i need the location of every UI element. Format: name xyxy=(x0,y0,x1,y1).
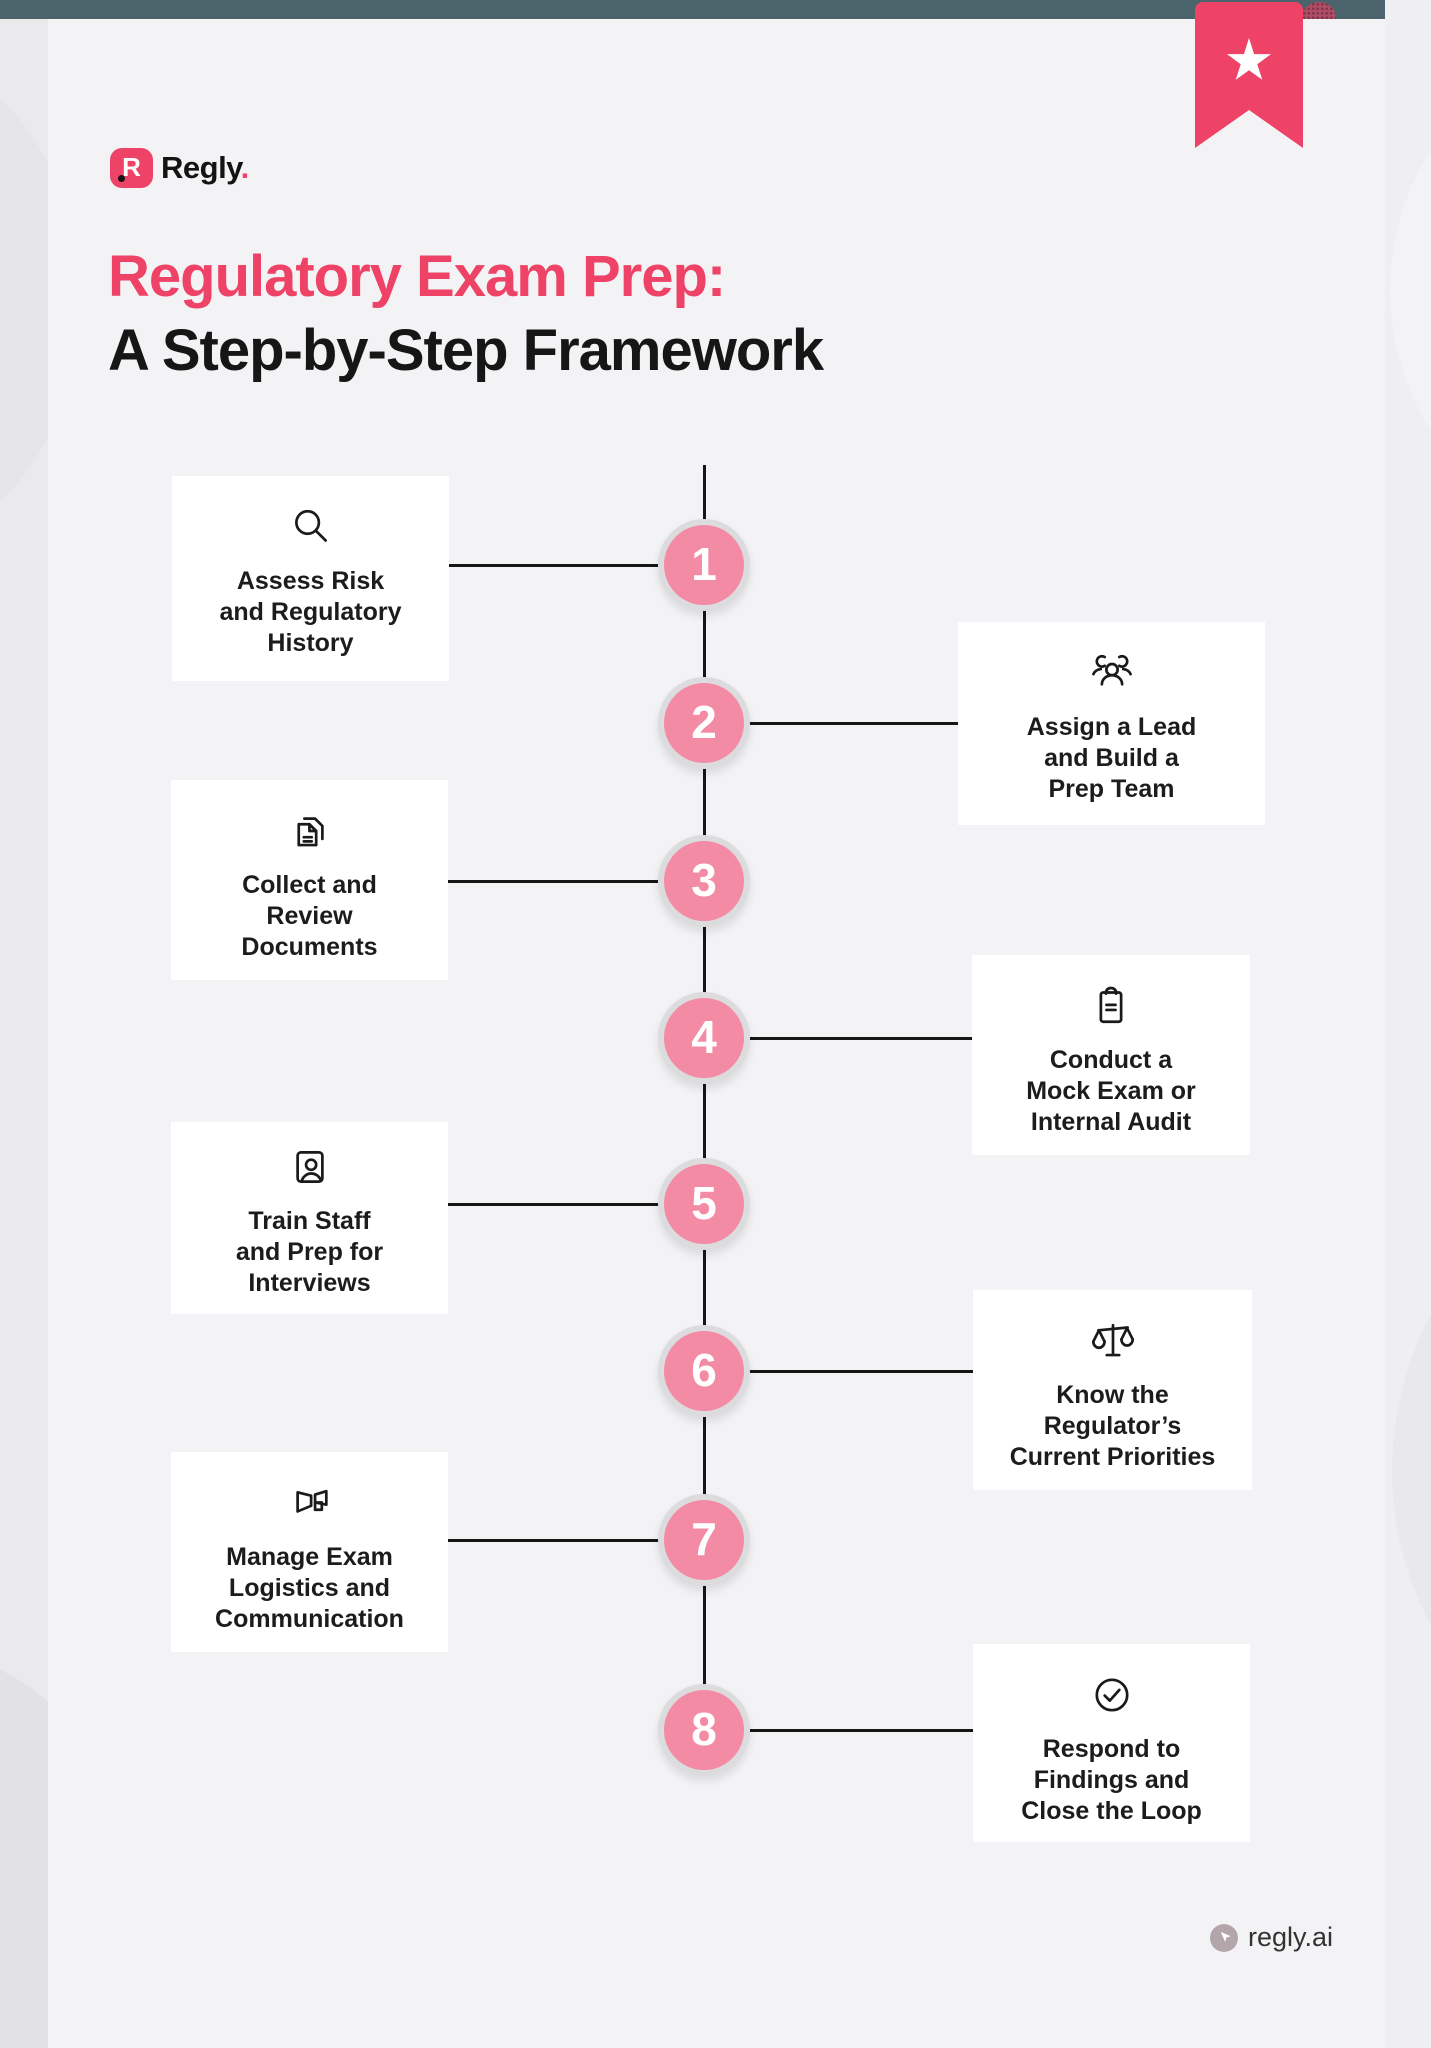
title-line-2: A Step-by-Step Framework xyxy=(108,318,824,383)
step-card: Manage Exam Logistics and Communication xyxy=(171,1452,448,1652)
logo-dot xyxy=(118,174,125,182)
step-title: Collect and Review Documents xyxy=(241,871,378,961)
step-card: Conduct a Mock Exam or Internal Audit xyxy=(972,955,1250,1155)
check-circle-icon xyxy=(1085,1668,1139,1722)
connector-line xyxy=(424,1203,658,1206)
logo-mark: R xyxy=(110,147,153,188)
connector-line xyxy=(423,880,658,883)
brand-logo: R Regly. xyxy=(110,147,249,188)
step-number-badge: 7 xyxy=(658,1494,750,1586)
timeline-line xyxy=(703,465,706,1730)
step-title: Assess Risk and Regulatory History xyxy=(219,567,402,657)
step-card: Assign a Lead and Build a Prep Team xyxy=(958,622,1265,825)
halftone-dot-decoration xyxy=(1302,2,1336,19)
megaphone-icon xyxy=(283,1476,337,1530)
step-number-badge: 5 xyxy=(658,1158,750,1250)
documents-icon xyxy=(283,804,337,858)
connector-line xyxy=(750,1729,998,1732)
scales-icon xyxy=(1086,1314,1140,1368)
footer-brand: regly.ai xyxy=(1210,1922,1333,1953)
logo-letter: R xyxy=(122,151,141,182)
magnifier-icon xyxy=(284,500,338,554)
clipboard-icon xyxy=(1084,979,1138,1033)
step-card: Know the Regulator’s Current Priorities xyxy=(973,1290,1252,1490)
step-title: Know the Regulator’s Current Priorities xyxy=(1009,1381,1216,1471)
connector-line xyxy=(382,564,658,567)
step-number-badge: 8 xyxy=(658,1684,750,1776)
top-accent-bar xyxy=(0,0,1385,19)
title-line-1: Regulatory Exam Prep: xyxy=(108,244,726,309)
connector-line xyxy=(750,722,997,725)
brand-name: Regly. xyxy=(161,149,250,185)
connector-line xyxy=(424,1539,658,1542)
step-title: Train Staff and Prep for Interviews xyxy=(235,1207,384,1297)
step-title: Conduct a Mock Exam or Internal Audit xyxy=(1026,1046,1196,1136)
step-number-badge: 2 xyxy=(658,677,750,769)
step-number-badge: 3 xyxy=(658,835,750,927)
step-number-badge: 4 xyxy=(658,992,750,1084)
step-title: Respond to Findings and Close the Loop xyxy=(1021,1735,1202,1825)
step-card: Assess Risk and Regulatory History xyxy=(172,476,449,681)
team-icon xyxy=(1085,646,1139,700)
footer-site-text: regly.ai xyxy=(1248,1922,1334,1952)
step-card: Collect and Review Documents xyxy=(171,780,448,980)
cursor-icon xyxy=(1210,1923,1238,1952)
connector-line xyxy=(750,1037,997,1040)
brand-period: . xyxy=(240,149,250,185)
step-number-badge: 6 xyxy=(658,1325,750,1417)
page-title: Regulatory Exam Prep: A Step-by-Step Fra… xyxy=(108,240,824,388)
step-card: Respond to Findings and Close the Loop xyxy=(973,1644,1250,1842)
portrait-icon xyxy=(283,1140,337,1194)
star-icon xyxy=(1226,38,1272,80)
step-title: Manage Exam Logistics and Communication xyxy=(215,1543,404,1633)
step-card: Train Staff and Prep for Interviews xyxy=(171,1122,448,1314)
connector-line xyxy=(750,1370,998,1373)
step-title: Assign a Lead and Build a Prep Team xyxy=(1026,713,1197,803)
step-number-badge: 1 xyxy=(658,519,750,611)
